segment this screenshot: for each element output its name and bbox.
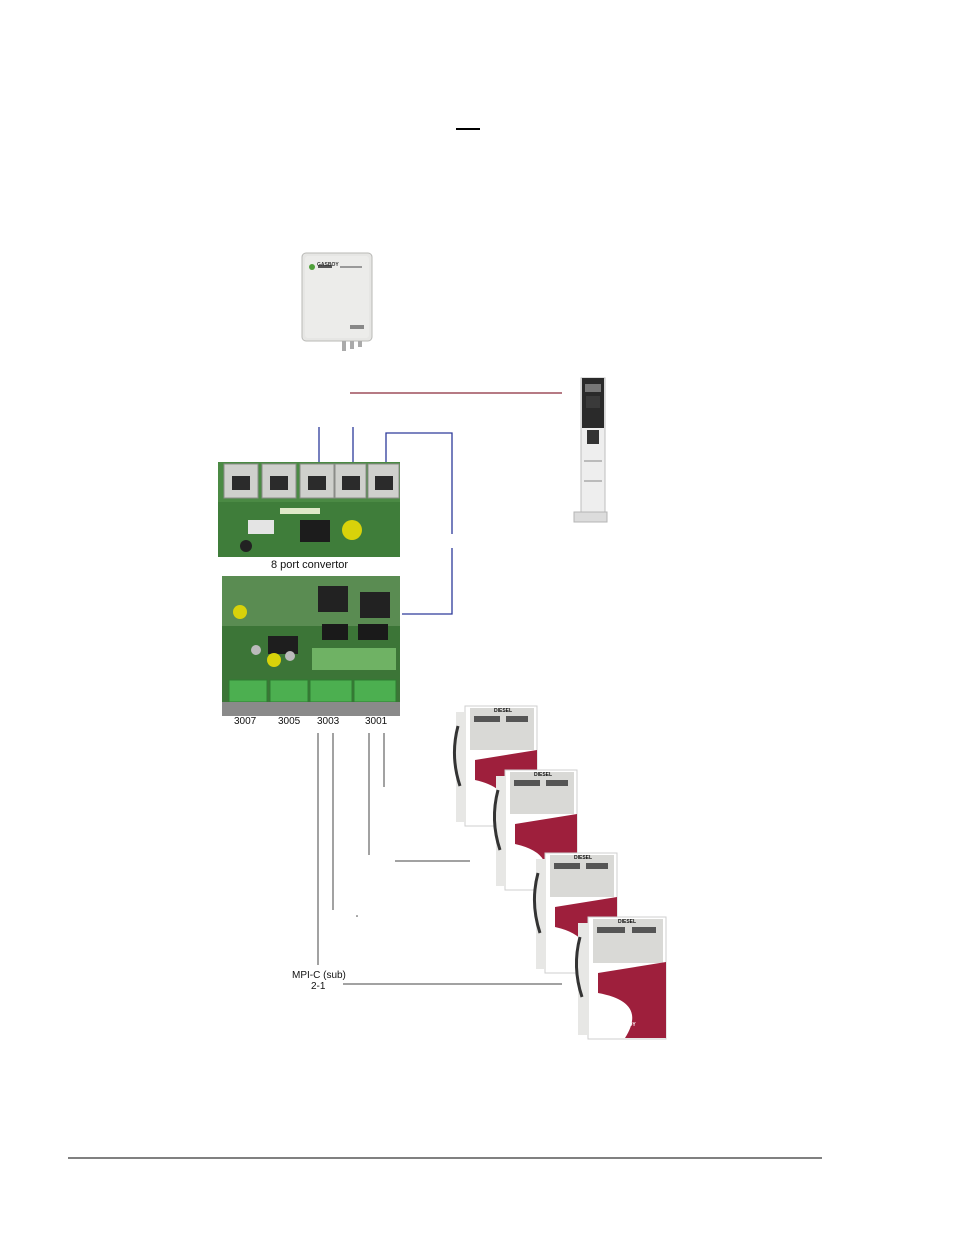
controller-logo-text: GASBOY [317,262,339,268]
port-label-3007: 3007 [234,716,257,727]
pump-brand-label: DIESEL [574,855,593,861]
port-label-3003: 3003 [317,716,340,727]
port-label-3001: 3001 [365,716,388,727]
payment-terminal-kiosk [573,377,608,523]
controller-enclosure [301,252,373,351]
pump-serial-lines [317,733,562,985]
ethernet-switch-board [218,462,400,557]
pump-brand-label: DIESEL [534,772,553,778]
pump-brand-label: DIESEL [618,919,637,925]
converter-label: 8 port convertor [271,559,349,571]
port-convertor-board [222,576,400,716]
pump-logo-text: GASBOY [614,1022,636,1028]
ethernet-cables [318,427,453,615]
fuel-dispenser [575,916,667,1040]
port-label-3005: 3005 [278,716,301,727]
pump-connection-sublabel: 2-1 [311,981,326,992]
pump-connection-label: MPI-C (sub) [292,970,346,981]
terminal-blocks [228,679,397,703]
pump-brand-label: DIESEL [494,708,513,714]
